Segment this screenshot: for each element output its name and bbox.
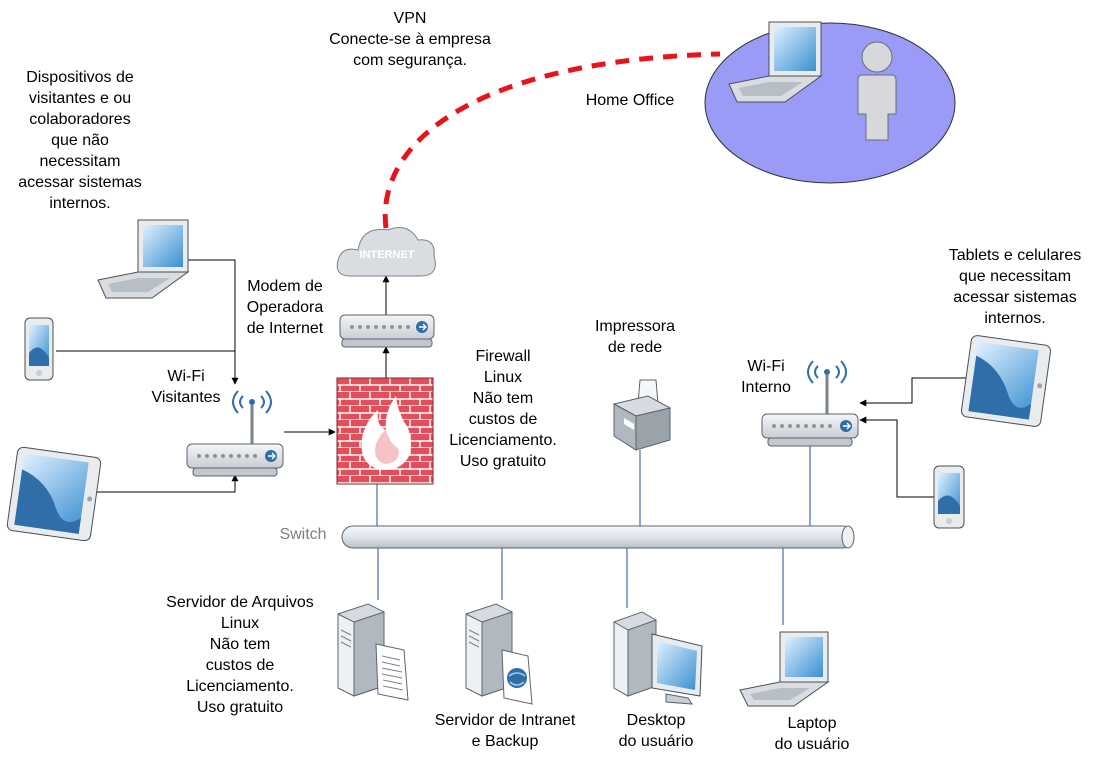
laptop-label: Laptop do usuário [774, 715, 850, 753]
laptop-icon [97, 219, 190, 299]
vpn-label: VPN Conecte-se à empresa com segurança. [329, 10, 491, 69]
wifi-router-icon [761, 360, 859, 447]
phone-icon [24, 317, 54, 381]
switch-links [376, 443, 811, 625]
switch-icon [341, 525, 855, 549]
switch-label: Switch [279, 526, 327, 543]
vpn-link [382, 51, 721, 229]
home-office-zone [704, 22, 956, 184]
laptop-icon [728, 21, 823, 103]
visitor-devices-label: Dispositivos de visitantes e ou colabora… [18, 69, 142, 212]
connections [56, 259, 966, 498]
tablet-icon [6, 446, 102, 542]
wifi-guest-label: Wi-Fi Visitantes [151, 368, 221, 406]
desktop-icon [613, 611, 703, 705]
user-icon [857, 41, 897, 141]
laptop-icon [739, 631, 830, 707]
printer-label: Impressora de rede [594, 318, 676, 356]
modem-icon [339, 314, 435, 348]
printer-icon [612, 379, 672, 451]
desktop-label: Desktop do usuário [618, 712, 694, 750]
cloud-label: INTERNET [360, 249, 415, 261]
wifi-router-icon [186, 390, 284, 477]
tablet-icon [960, 335, 1052, 427]
home-office-label: Home Office [585, 92, 675, 109]
server-icon [337, 603, 409, 701]
intranet-server-label: Servidor de Intranet e Backup [434, 712, 576, 750]
wifi-internal-label: Wi-Fi Interno [741, 358, 791, 396]
modem-label: Modem de Operadora de Internet [246, 278, 324, 337]
server-icon [465, 603, 533, 705]
file-server-label: Servidor de Arquivos Linux Não tem custo… [166, 594, 314, 716]
tablets-phones-label: Tablets e celulares que necessitam acess… [948, 247, 1082, 327]
cloud-icon: INTERNET [336, 227, 436, 277]
phone-icon [933, 465, 965, 529]
firewall-label: Firewall Linux Não tem custos de Licenci… [449, 348, 557, 470]
firewall-icon [336, 377, 434, 485]
